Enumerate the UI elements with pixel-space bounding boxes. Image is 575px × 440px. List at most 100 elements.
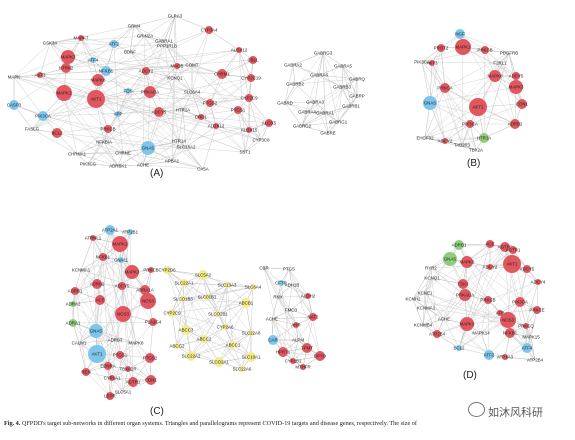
network-node-label: ADCY5 [115,284,130,289]
network-edge [462,46,517,77]
network-edge [183,282,205,340]
network-edge [13,56,69,78]
network-node-label: GRM4 [128,24,141,29]
network-edge [430,263,513,269]
network-edge [248,97,262,141]
network-edge [284,102,303,127]
network-edge [129,25,135,53]
network-edge [324,105,352,114]
network-edge [458,268,528,349]
network-node-mthfr [300,364,306,370]
network-edge [31,49,240,130]
network-edge [237,109,246,153]
network-edge [42,111,160,117]
network-node-ptgs2 [145,353,155,363]
network-edge [244,129,250,153]
network-edge [301,111,308,127]
network-node-adcy2 [487,264,493,270]
network-edge [166,45,239,111]
network-node-label: GABRB3 [333,85,351,90]
network-edge [203,338,252,358]
network-node-label: FMO3 [285,308,298,313]
network-edge [424,277,433,294]
network-node-label: KCNE1 [418,291,433,296]
network-node-mapk8 [92,74,104,86]
network-edge [424,87,446,139]
network-node-label: GLRA3 [168,14,183,19]
network-node-label: ADRA2 [66,302,81,307]
network-edge [13,76,97,100]
network-node-label: CYP2A6 [217,325,234,330]
network-node-label: GABRA6 [310,73,328,78]
network-edge [31,92,65,130]
network-node-cyp2c19 [247,74,255,82]
network-edge [13,42,51,78]
network-node-label: CHRNE [115,151,131,156]
network-edge [288,268,314,318]
network-edge [424,123,471,139]
network-node-label: MAPK14 [472,331,490,336]
network-edge [318,74,358,80]
network-node-label: AKT1 [91,97,103,102]
network-node-label: PRKACA [456,293,474,298]
network-node-label: CYP1A1 [104,376,121,381]
network-edge [39,74,246,153]
network-node-label: SLC22A8 [242,331,261,336]
network-edge [422,294,466,326]
network-node-label: TBXA2R [119,367,136,372]
network-edge [461,144,477,151]
network-node-atf4 [522,343,532,353]
network-edge [206,296,252,358]
network-edge [171,312,234,346]
network-node-prkcb [104,125,112,133]
network-node-label: KCNH2 [406,297,421,302]
network-edge [487,299,490,356]
network-edge [444,140,477,151]
network-edge [458,243,491,246]
network-edge [142,160,173,166]
network-node-adcy5 [154,107,164,117]
network-edge [263,267,282,284]
network-edge [292,64,296,85]
network-node-adra1a [140,285,150,295]
network-node-label: ADCY2 [438,139,453,144]
network-node-ptgs2 [206,99,214,107]
network-node-label: MAPK [8,75,21,80]
network-node-alox5 [265,119,273,127]
network-node-label: ADRA1 [66,321,81,326]
network-node-label: SLC01B1 [198,295,217,300]
network-edge [133,25,146,37]
network-node-label: ATP2B4 [429,332,446,337]
network-node-label: PPP1R1B [157,44,177,49]
network-edge [171,312,178,347]
network-edge [422,307,427,326]
network-node-label: RNX [273,295,282,300]
network-edge [191,64,223,75]
network-edge [144,35,165,42]
network-node-label: ADRB3 [108,338,123,343]
caption-text: QFPDD's target sub-networks in different… [21,420,417,427]
network-node-label: MAPK8 [91,78,106,83]
network-edge [163,15,176,42]
network-node-label: NOS3 [142,299,155,304]
network-node-cyp2c9 [245,94,253,102]
network-node-label: EDNRA [100,364,115,369]
network-node-label: NTRK2 [59,66,74,71]
network-edge [145,70,180,142]
network-edge [13,76,99,81]
network-node-atf2 [484,350,494,360]
network-edge [129,231,134,383]
network-edge [191,29,210,66]
panel-label-a: (A) [150,168,164,179]
network-node-akt1 [88,345,106,363]
network-node-slco2b1 [215,311,221,317]
network-node-label: SLC13A3 [218,283,237,288]
network-edge [458,332,482,349]
network-edge [80,256,104,271]
network-edge [499,62,516,125]
network-edge [31,128,78,155]
network-edge [117,164,144,167]
network-edge [56,109,239,134]
network-node-mapk1 [112,236,128,252]
